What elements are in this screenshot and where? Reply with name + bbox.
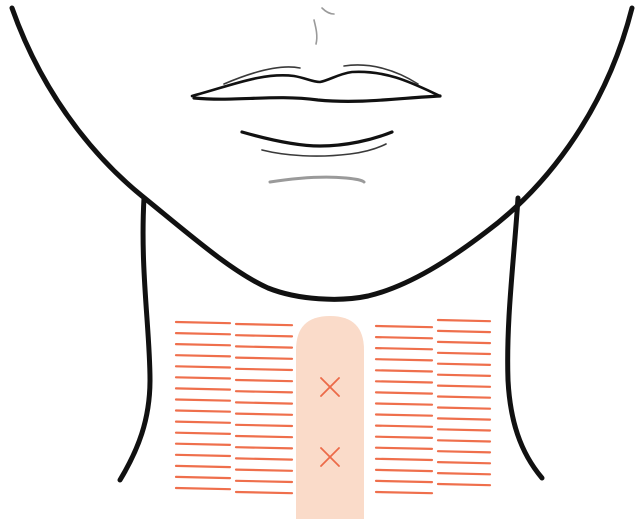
hatch-line bbox=[176, 477, 230, 478]
nose-hint bbox=[322, 8, 334, 14]
hatch-line bbox=[438, 462, 490, 463]
hatch-line bbox=[236, 447, 292, 448]
hatch-line bbox=[176, 455, 230, 456]
hatch-line bbox=[376, 415, 432, 416]
hatch-line bbox=[376, 359, 432, 360]
hatch-line bbox=[376, 492, 432, 493]
hatch-line bbox=[236, 492, 292, 493]
hatch-line bbox=[176, 355, 230, 356]
hatch-line bbox=[176, 366, 230, 367]
hatch-line bbox=[438, 342, 490, 343]
hatch-line bbox=[376, 426, 432, 427]
hatch-line bbox=[438, 440, 490, 441]
hatch-line bbox=[376, 370, 432, 371]
hatch-line bbox=[438, 484, 490, 485]
hatch-line bbox=[176, 322, 230, 323]
chin-crease bbox=[270, 177, 364, 182]
hatch-line bbox=[176, 488, 230, 489]
hatch-line bbox=[236, 414, 292, 415]
hatch-line bbox=[438, 375, 490, 376]
hatch-line bbox=[438, 353, 490, 354]
hatch-line bbox=[376, 337, 432, 338]
hatch-column-right-inner bbox=[376, 326, 432, 493]
hatch-line bbox=[176, 388, 230, 389]
hatch-line bbox=[438, 408, 490, 409]
hatch-line bbox=[376, 404, 432, 405]
lower-lip bbox=[242, 132, 392, 146]
hatch-line bbox=[236, 425, 292, 426]
hatch-line bbox=[236, 402, 292, 403]
hatch-line bbox=[438, 331, 490, 332]
hatch-line bbox=[236, 470, 292, 471]
center-treatment-strip bbox=[296, 316, 364, 519]
nose-hint bbox=[314, 20, 317, 44]
hatch-line bbox=[236, 391, 292, 392]
hatch-line bbox=[236, 481, 292, 482]
hatch-line bbox=[376, 448, 432, 449]
hatch-line bbox=[438, 418, 490, 419]
hatch-line bbox=[438, 429, 490, 430]
hatch-line bbox=[376, 381, 432, 382]
hatch-line bbox=[438, 386, 490, 387]
hatch-line bbox=[236, 358, 292, 359]
hatch-column-left-outer bbox=[176, 322, 230, 489]
hatch-line bbox=[376, 481, 432, 482]
hatch-line bbox=[176, 333, 230, 334]
hatch-line bbox=[236, 458, 292, 459]
hatch-line bbox=[236, 380, 292, 381]
hatch-line bbox=[236, 369, 292, 370]
hatch-line bbox=[376, 459, 432, 460]
hatch-line bbox=[176, 444, 230, 445]
hatch-column-right-outer bbox=[438, 320, 490, 485]
hatch-line bbox=[236, 324, 292, 325]
hatch-line bbox=[176, 377, 230, 378]
hatch-line bbox=[236, 346, 292, 347]
hatch-line bbox=[176, 344, 230, 345]
hatch-line bbox=[176, 411, 230, 412]
hatch-line bbox=[438, 320, 490, 321]
hatch-line bbox=[376, 470, 432, 471]
hatch-line bbox=[376, 437, 432, 438]
hatch-line bbox=[438, 397, 490, 398]
hatch-line bbox=[376, 392, 432, 393]
hatch-line bbox=[376, 348, 432, 349]
jaw-outline bbox=[12, 8, 632, 299]
hatch-line bbox=[176, 400, 230, 401]
mouth-line bbox=[194, 96, 440, 101]
hatch-line bbox=[438, 473, 490, 474]
hatch-line bbox=[438, 451, 490, 452]
hatch-line bbox=[176, 466, 230, 467]
neck-outline-right bbox=[508, 198, 542, 478]
hatch-line bbox=[176, 433, 230, 434]
hatch-line bbox=[176, 422, 230, 423]
hatch-line bbox=[438, 364, 490, 365]
hatch-line bbox=[376, 326, 432, 327]
hatch-line bbox=[236, 335, 292, 336]
hatch-line bbox=[236, 436, 292, 437]
neck-outline-left bbox=[120, 198, 150, 480]
hatch-column-left-inner bbox=[236, 324, 292, 493]
